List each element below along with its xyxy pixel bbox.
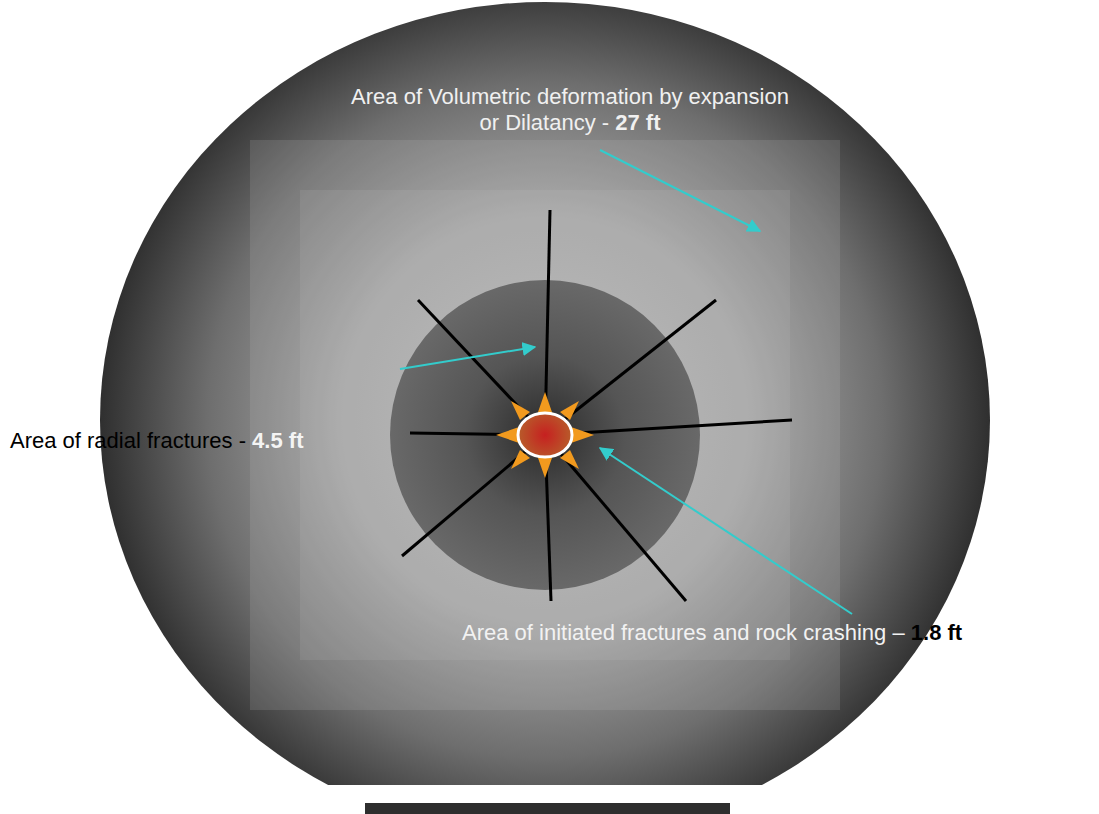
dilatancy-zone <box>100 2 990 785</box>
charge-hole <box>518 413 572 457</box>
dimension: 27 ft <box>615 110 660 135</box>
dimension: 4.5 ft <box>252 428 303 453</box>
radial-fractures <box>402 210 792 601</box>
zone-label: Area of Volumetric deformation by expans… <box>350 84 790 136</box>
leader-arrows <box>400 150 852 614</box>
crushing-star <box>496 392 594 478</box>
zone-label: Area of radial fractures - 4.5 ft <box>10 428 303 454</box>
dimension: 1.8 ft <box>911 620 962 645</box>
base-bar <box>365 803 730 814</box>
zone-name: Area of Volumetric deformation by expans… <box>351 84 789 135</box>
zone-name: Area of radial fractures - <box>10 428 246 453</box>
radial-fracture-zone <box>390 280 700 590</box>
zone-name: Area of initiated fractures and rock cra… <box>462 620 905 645</box>
zone-label: Area of initiated fractures and rock cra… <box>462 620 962 646</box>
